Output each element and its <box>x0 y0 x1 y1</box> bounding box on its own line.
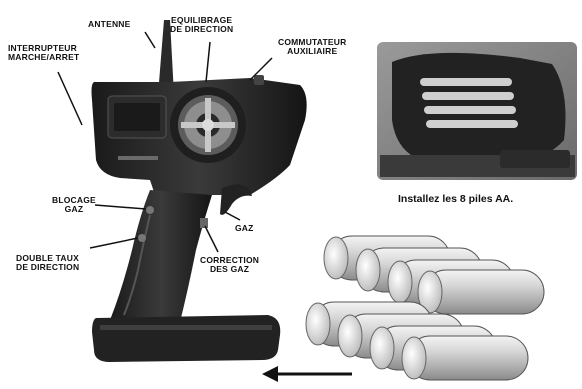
throttle-trim <box>200 218 208 228</box>
label-steering-trim-line2: DE DIRECTION <box>170 25 233 34</box>
grip <box>110 190 212 322</box>
arrow-left-icon <box>262 366 352 382</box>
steering-wheel <box>170 87 246 163</box>
aux-switch <box>254 75 264 85</box>
battery-cell <box>418 270 544 314</box>
inset-caption: Installez les 8 piles AA. <box>398 193 513 205</box>
label-aux-switch-line2: AUXILIAIRE <box>278 47 346 56</box>
dual-rate <box>138 234 146 242</box>
label-throttle-trim-line2: DES GAZ <box>200 265 259 274</box>
label-throttle: GAZ <box>235 224 254 233</box>
transmitter <box>92 20 307 362</box>
label-throttle-lock-line2: GAZ <box>52 205 96 214</box>
battery-inset <box>377 42 577 180</box>
label-power-switch: INTERRUPTEUR MARCHE/ARRET <box>8 44 79 62</box>
label-dual-rate: DOUBLE TAUX DE DIRECTION <box>16 254 79 272</box>
label-dual-rate-line2: DE DIRECTION <box>16 263 79 272</box>
battery-cell <box>402 336 528 380</box>
label-aux-switch: COMMUTATEUR AUXILIAIRE <box>278 38 346 56</box>
throttle-trigger <box>220 184 252 214</box>
aa-batteries <box>306 236 544 380</box>
label-power-switch-line2: MARCHE/ARRET <box>8 53 79 62</box>
label-throttle-lock: BLOCAGE GAZ <box>52 196 96 214</box>
label-antenna: ANTENNE <box>88 20 131 29</box>
throttle-lock <box>146 206 154 214</box>
label-steering-trim: EQUILIBRAGE DE DIRECTION <box>170 16 233 34</box>
label-throttle-trim: CORRECTION DES GAZ <box>200 256 259 274</box>
base <box>92 315 280 362</box>
